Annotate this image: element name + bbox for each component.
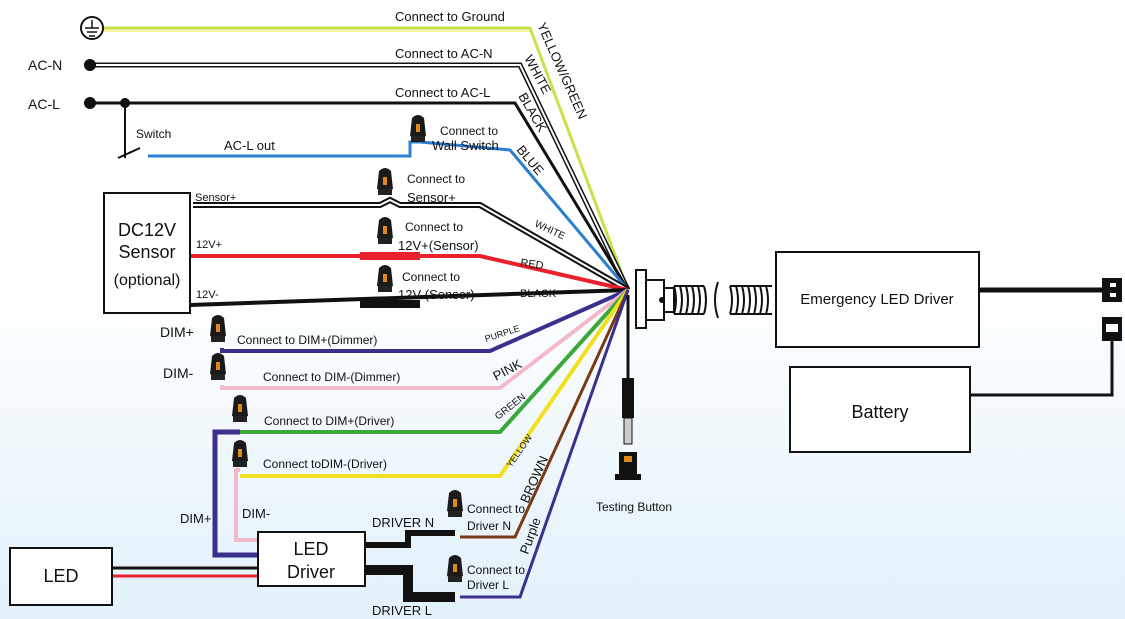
- yellow-label: YELLOW: [504, 432, 534, 469]
- driver-n-terminal: DRIVER N: [372, 515, 434, 530]
- testing-button-icon: [615, 452, 641, 480]
- wire-ac-l: [90, 101, 630, 291]
- nut-12v-minus: [377, 265, 393, 292]
- battery-box: [789, 366, 971, 453]
- wire-brown: [460, 289, 630, 539]
- sensor-line2: Sensor: [118, 242, 175, 262]
- wire-driver-l: [365, 565, 455, 602]
- red-label: RED: [520, 257, 545, 272]
- battery-cable: [970, 341, 1114, 397]
- switch-label: Switch: [136, 127, 171, 141]
- sensor-plus-pin: Sensor+: [195, 192, 236, 204]
- wire-yellow: [240, 288, 630, 478]
- plug-male-icon: [1102, 278, 1122, 302]
- ground-icon: [80, 16, 104, 40]
- dim-minus-driver-terminal: DIM-: [242, 506, 270, 521]
- driver-l-terminal: DRIVER L: [372, 603, 432, 618]
- wire-green: [240, 288, 630, 434]
- nut-dim-minus-driver: [232, 440, 248, 467]
- wire-dim-minus-driver: [234, 468, 258, 542]
- nut-12v-plus: [377, 217, 393, 244]
- emergency-driver-box: [775, 251, 980, 348]
- wire-driver-n: [365, 530, 455, 548]
- sensor-plus-conn-1: Connect to: [407, 172, 465, 186]
- driver-l-conn-2: Driver L: [467, 578, 509, 592]
- brown-label: BROWN: [517, 454, 551, 506]
- wire-pink-dimmer: [220, 288, 630, 390]
- wall-switch-1: Connect to: [440, 124, 498, 138]
- connect-ac-l-label: Connect to AC-L: [395, 85, 490, 100]
- emergency-driver-label: Emergency LED Driver: [800, 291, 953, 308]
- nut-dim-minus-dimmer: [210, 353, 226, 380]
- testing-button-label: Testing Button: [596, 500, 672, 514]
- driver-n-conn-1: Connect to: [467, 502, 525, 516]
- black-label-2: BLACK: [520, 288, 557, 300]
- switch-wiring: [117, 103, 141, 159]
- led-driver-line2: Driver: [287, 562, 335, 582]
- sensor-line3: (optional): [114, 272, 181, 289]
- ac-n-label: AC-N: [28, 57, 62, 73]
- nut-dim-plus-driver: [232, 395, 248, 422]
- wire-purple-dimmer: [220, 288, 629, 353]
- ac-l-out-label: AC-L out: [224, 138, 275, 153]
- dim-minus-driver-label: Connect toDIM-(Driver): [263, 457, 387, 471]
- dim-plus-driver-terminal: DIM+: [180, 511, 211, 526]
- dim-plus-dimmer-label: Connect to DIM+(Dimmer): [237, 333, 377, 347]
- harness-connector: [635, 269, 675, 329]
- wire-black: [189, 288, 629, 307]
- v12-minus-pin: 12V-: [196, 289, 219, 301]
- led-box: [9, 547, 113, 606]
- wire-ac-n: [92, 62, 631, 292]
- wire-purple-driver: [460, 289, 630, 599]
- led-driver-box: [257, 531, 366, 587]
- plug-female-icon: [1102, 317, 1122, 341]
- nut-driver-l: [447, 555, 463, 582]
- dim-plus-driver-label: Connect to DIM+(Driver): [264, 414, 394, 428]
- v12-plus-conn-2: 12V+(Sensor): [398, 238, 479, 253]
- battery-label: Battery: [851, 402, 908, 422]
- flex-conduit: [673, 281, 772, 319]
- nut-dim-plus-dimmer: [210, 315, 226, 342]
- dim-plus-terminal: DIM+: [160, 324, 194, 340]
- connect-ground-label: Connect to Ground: [395, 9, 505, 24]
- ac-l-terminal: [84, 97, 96, 109]
- led-driver-line1: LED: [293, 539, 328, 559]
- nut-sensor-plus: [377, 168, 393, 195]
- sensor-box: [103, 192, 191, 314]
- sensor-line1: DC12V: [118, 220, 176, 240]
- ac-l-label: AC-L: [28, 96, 60, 112]
- dim-minus-terminal: DIM-: [163, 365, 194, 381]
- led-label: LED: [43, 566, 78, 586]
- pink-label: PINK: [490, 356, 524, 384]
- v12-minus-conn-1: Connect to: [402, 270, 460, 284]
- wire-dim-plus-driver: [212, 429, 258, 558]
- testing-button-cable: [622, 295, 634, 445]
- ac-n-terminal: [84, 59, 96, 71]
- wire-blue: [148, 140, 630, 291]
- wire-white-sensor: [193, 196, 630, 293]
- wall-switch-2: Wall Switch: [432, 138, 499, 153]
- v12-plus-conn-1: Connect to: [405, 220, 463, 234]
- nut-driver-n: [447, 490, 463, 517]
- v12-minus-conn-2: 12V-(Sensor): [398, 287, 475, 302]
- wire-ground: [100, 26, 630, 291]
- connect-ac-n-label: Connect to AC-N: [395, 46, 493, 61]
- sensor-plus-conn-2: Sensor+: [407, 190, 456, 205]
- driver-l-conn-1: Connect to: [467, 563, 525, 577]
- dim-minus-dimmer-label: Connect to DIM-(Dimmer): [263, 370, 400, 384]
- driver-n-conn-2: Driver N: [467, 519, 511, 533]
- nut-wall-switch: [410, 115, 426, 142]
- wire-red: [190, 254, 629, 292]
- v12-plus-pin: 12V+: [196, 239, 222, 251]
